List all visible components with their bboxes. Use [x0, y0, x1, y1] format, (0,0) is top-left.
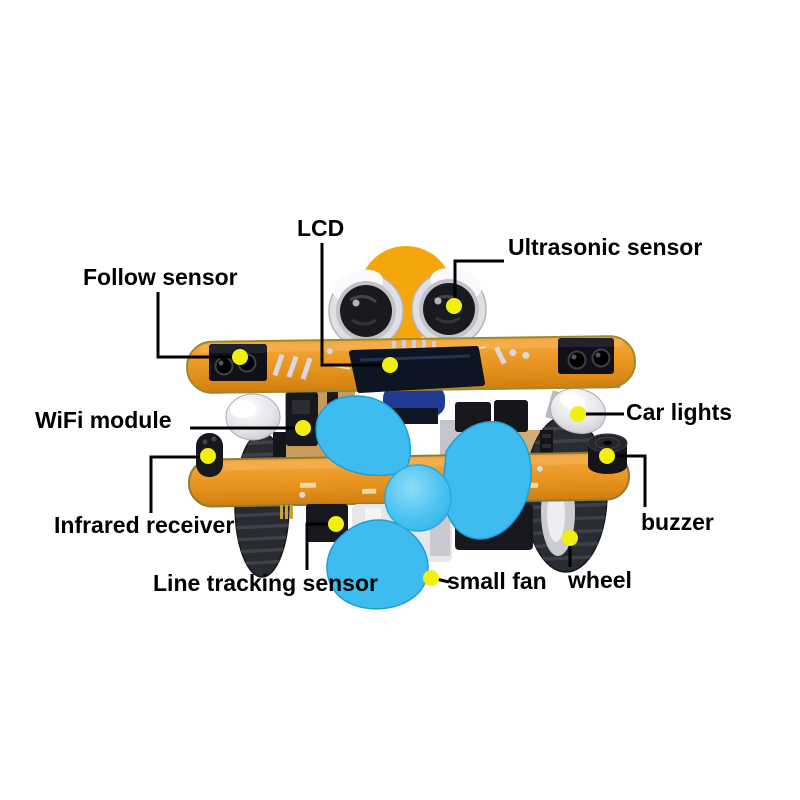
leader-line-ultrasonic	[453, 259, 504, 303]
ultrasonic-eye-left	[328, 269, 404, 349]
small-fan-part	[315, 395, 532, 610]
callout-dot-small-fan	[423, 570, 439, 586]
follow-sensor-right	[558, 338, 614, 374]
callout-dot-follow	[232, 349, 248, 365]
callout-dot-car-lights	[570, 406, 586, 422]
robot-head	[328, 246, 487, 349]
label-car-lights: Car lights	[626, 399, 733, 425]
label-lcd: LCD	[297, 215, 345, 241]
leader-line-infrared	[149, 455, 203, 513]
callout-dot-wheel	[562, 530, 578, 546]
label-buzzer: buzzer	[641, 509, 714, 535]
car-light-left	[225, 393, 281, 441]
callout-dots	[200, 298, 615, 586]
leader-line-buzzer	[610, 454, 647, 507]
callout-dot-ultrasonic	[446, 298, 462, 314]
label-infrared-receiver: Infrared receiver	[54, 512, 235, 538]
callout-dot-line-tracking	[328, 516, 344, 532]
label-ultrasonic-sensor: Ultrasonic sensor	[508, 234, 703, 260]
label-line-tracking-sensor: Line tracking sensor	[153, 570, 378, 596]
callout-dot-lcd	[382, 357, 398, 373]
label-small-fan: small fan	[447, 568, 547, 594]
leader-line-line-tracking	[305, 522, 332, 570]
label-wifi-module: WiFi module	[35, 407, 172, 433]
callout-dot-buzzer	[599, 448, 615, 464]
leader-line-lcd	[320, 243, 386, 367]
leader-lines	[149, 243, 647, 584]
label-follow-sensor: Follow sensor	[83, 264, 238, 290]
leader-line-follow	[156, 292, 235, 359]
callout-dot-wifi	[295, 420, 311, 436]
label-wheel: wheel	[568, 567, 632, 593]
callout-dot-infrared	[200, 448, 216, 464]
